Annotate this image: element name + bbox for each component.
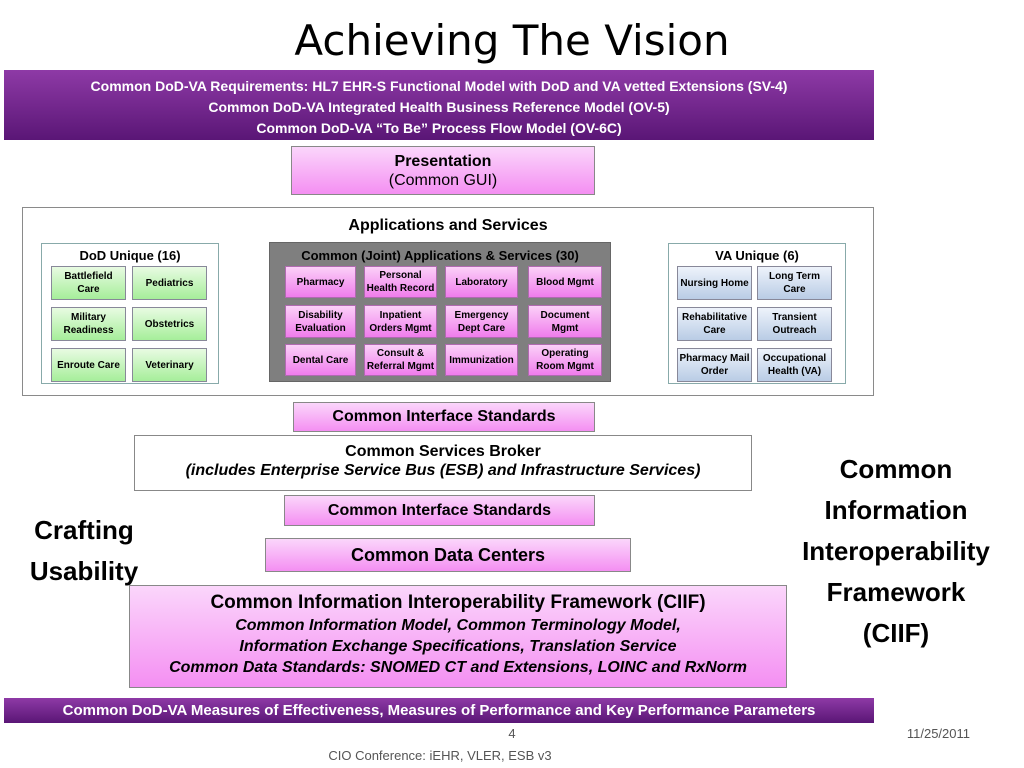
ciif-line: Common Data Standards: SNOMED CT and Ext… — [169, 659, 747, 676]
broker-subtitle: (includes Enterprise Service Bus (ESB) a… — [185, 462, 701, 479]
dod-app-cell: Battlefield Care — [51, 266, 126, 300]
common-app-cell: Laboratory — [445, 266, 518, 298]
va-app-cell: Occupational Health (VA) — [757, 348, 832, 382]
common-app-cell: Inpatient Orders Mgmt — [364, 305, 437, 338]
requirements-line: Common DoD-VA “To Be” Process Flow Model… — [256, 120, 622, 136]
requirements-line: Common DoD-VA Requirements: HL7 EHR-S Fu… — [90, 78, 788, 94]
ciif-layer: Common Information Interoperability Fram… — [129, 585, 787, 688]
common-apps-title: Common (Joint) Applications & Services (… — [301, 248, 579, 263]
slide-date: 11/25/2011 — [906, 726, 970, 741]
dod-app-cell: Obstetrics — [132, 307, 207, 341]
common-app-cell: Pharmacy — [285, 266, 356, 298]
crafting-usability-label: Crafting Usability — [14, 510, 154, 592]
common-app-cell: Immunization — [445, 344, 518, 376]
interface-standards-bottom: Common Interface Standards — [284, 495, 595, 526]
va-unique-title: VA Unique (6) — [715, 248, 799, 263]
interface-standards-top: Common Interface Standards — [293, 402, 595, 432]
common-app-cell: Blood Mgmt — [528, 266, 602, 298]
common-app-cell: Personal Health Record — [364, 266, 437, 298]
slide-title: Achieving The Vision — [294, 16, 730, 65]
side-label-line: Crafting — [34, 515, 134, 545]
common-app-cell: Consult & Referral Mgmt — [364, 344, 437, 376]
presentation-title: Presentation — [394, 153, 492, 170]
ciif-line: Information Exchange Specifications, Tra… — [239, 638, 677, 655]
dod-app-cell: Military Readiness — [51, 307, 126, 341]
va-app-cell: Nursing Home — [677, 266, 752, 300]
common-app-cell: Disability Evaluation — [285, 305, 356, 338]
presentation-subtitle: (Common GUI) — [388, 172, 498, 189]
va-app-cell: Long Term Care — [757, 266, 832, 300]
ciif-title: Common Information Interoperability Fram… — [210, 592, 706, 613]
presentation-layer: Presentation (Common GUI) — [291, 146, 595, 195]
va-app-cell: Rehabilitative Care — [677, 307, 752, 341]
va-app-cell: Transient Outreach — [757, 307, 832, 341]
dod-app-cell: Veterinary — [132, 348, 207, 382]
measures-banner: Common DoD-VA Measures of Effectiveness,… — [4, 698, 874, 723]
common-app-cell: Document Mgmt — [528, 305, 602, 338]
data-centers-layer: Common Data Centers — [265, 538, 631, 572]
common-app-cell: Dental Care — [285, 344, 356, 376]
side-label-line: Usability — [29, 556, 139, 586]
side-label-line: (CIIF) — [862, 618, 930, 648]
side-label-line: Information — [824, 495, 968, 525]
va-app-cell: Pharmacy Mail Order — [677, 348, 752, 382]
dod-app-cell: Enroute Care — [51, 348, 126, 382]
dod-app-cell: Pediatrics — [132, 266, 207, 300]
footer-text: CIO Conference: iEHR, VLER, ESB v3 — [328, 748, 552, 763]
page-number: 4 — [508, 726, 516, 741]
common-app-cell: Emergency Dept Care — [445, 305, 518, 338]
common-app-cell: Operating Room Mgmt — [528, 344, 602, 376]
ciif-line: Common Information Model, Common Termino… — [235, 617, 681, 634]
ciif-side-label: Common Information Interoperability Fram… — [780, 449, 1012, 654]
side-label-line: Framework — [826, 577, 966, 607]
services-broker: Common Services Broker (includes Enterpr… — [134, 435, 752, 491]
side-label-line: Common — [839, 454, 953, 484]
dod-unique-title: DoD Unique (16) — [79, 248, 181, 263]
side-label-line: Interoperability — [802, 536, 990, 566]
broker-title: Common Services Broker — [345, 443, 541, 460]
requirements-banner: Common DoD-VA Requirements: HL7 EHR-S Fu… — [4, 70, 874, 140]
requirements-line: Common DoD-VA Integrated Health Business… — [208, 99, 670, 115]
applications-title: Applications and Services — [348, 217, 548, 234]
